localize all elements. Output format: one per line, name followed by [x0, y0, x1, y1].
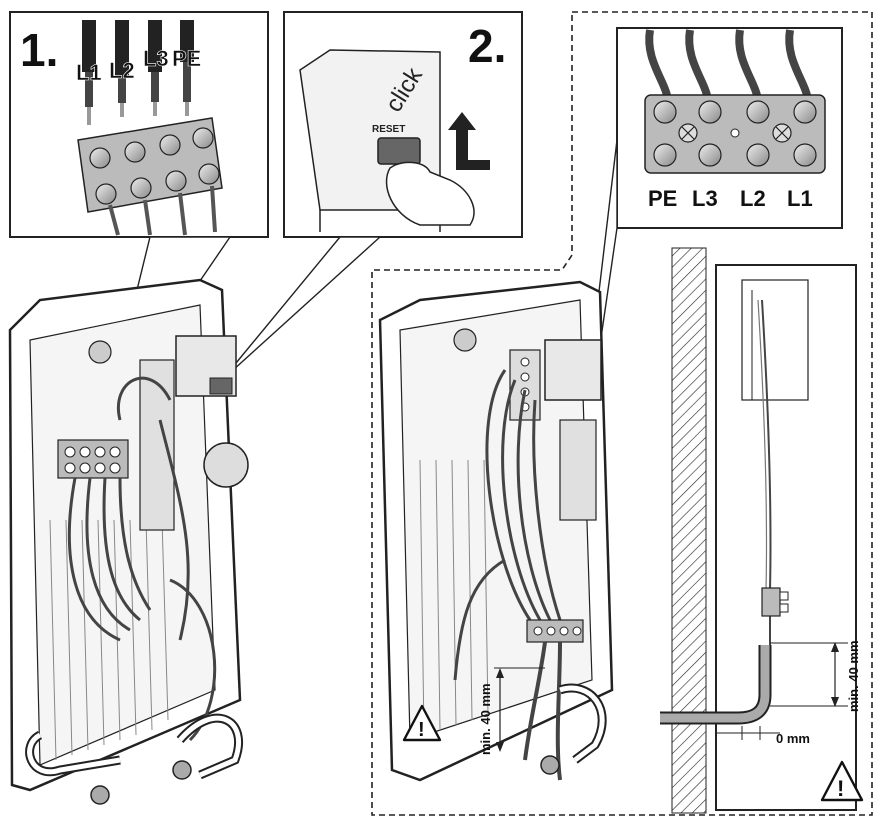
warning-icon-right: !: [820, 760, 864, 802]
wall-section: [660, 247, 857, 814]
detail-label-pe: PE: [648, 186, 677, 211]
reset-label: RESET: [372, 124, 405, 135]
step2-number: 2.: [468, 20, 506, 72]
dim-label-min40-left: min. 40 mm: [478, 683, 493, 755]
step1-panel: 1. L1 L2 L3 PE: [9, 11, 269, 238]
warning-symbol-right: !: [837, 776, 844, 801]
terminal-detail-panel: PE L3 L2 L1: [616, 27, 843, 229]
step1-number: 1.: [20, 24, 58, 76]
conductor-l2: [115, 20, 129, 117]
conductor-l3: [148, 20, 162, 116]
dim-label-zero: 0 mm: [776, 731, 810, 746]
heater-unit-left: [8, 278, 249, 805]
terminal-screws-top: [653, 100, 817, 124]
detail-label-l3: L3: [692, 186, 718, 211]
step2-dashed-frame: [371, 11, 873, 816]
label-l1: L1: [76, 60, 102, 85]
label-l3: L3: [143, 46, 169, 71]
label-pe: PE: [172, 46, 201, 71]
warning-symbol-left: !: [418, 719, 425, 741]
heater-unit-right: min. 40 mm: [378, 280, 614, 782]
push-arrow-icon: [448, 112, 490, 170]
dim-label-min40-right: min. 40 mm: [846, 640, 861, 712]
warning-icon-left: !: [402, 704, 442, 742]
conductor-pe: [180, 20, 194, 116]
reset-button: [377, 137, 421, 165]
label-l2: L2: [109, 58, 135, 83]
finger: [385, 161, 475, 226]
terminal-screws-bottom: [653, 143, 817, 167]
step2-callout: [221, 236, 382, 381]
conductor-l1: [82, 20, 96, 125]
terminal-block: [77, 117, 223, 213]
detail-label-l1: L1: [787, 186, 813, 211]
detail-label-l2: L2: [740, 186, 766, 211]
step2-reset-panel: 2. click RESET: [283, 11, 523, 238]
